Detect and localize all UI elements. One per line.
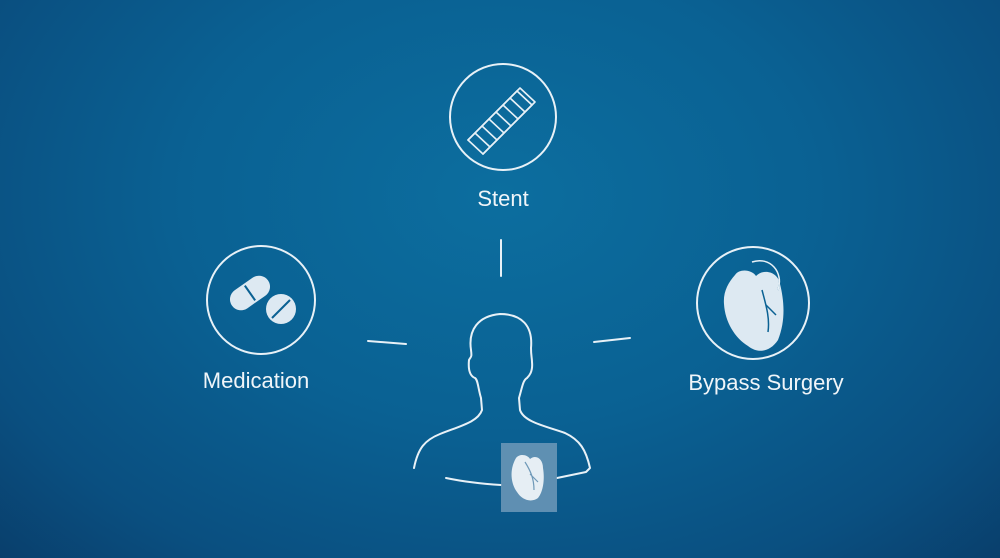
bypass-circle [696, 246, 810, 360]
connector-medication [367, 340, 407, 345]
stent-circle [449, 63, 557, 171]
connector-bypass [593, 337, 631, 343]
stent-icon [467, 87, 536, 155]
medication-circle [206, 245, 316, 355]
person-body-line [445, 477, 502, 486]
medication-label: Medication [202, 368, 310, 393]
heart-icon [723, 259, 784, 351]
person-outline-icon [413, 313, 591, 479]
chest-heart-icon [501, 443, 557, 512]
bypass-surgery-label: Bypass Surgery [688, 370, 844, 395]
pills-icon [229, 275, 296, 324]
stent-label: Stent [477, 186, 529, 211]
